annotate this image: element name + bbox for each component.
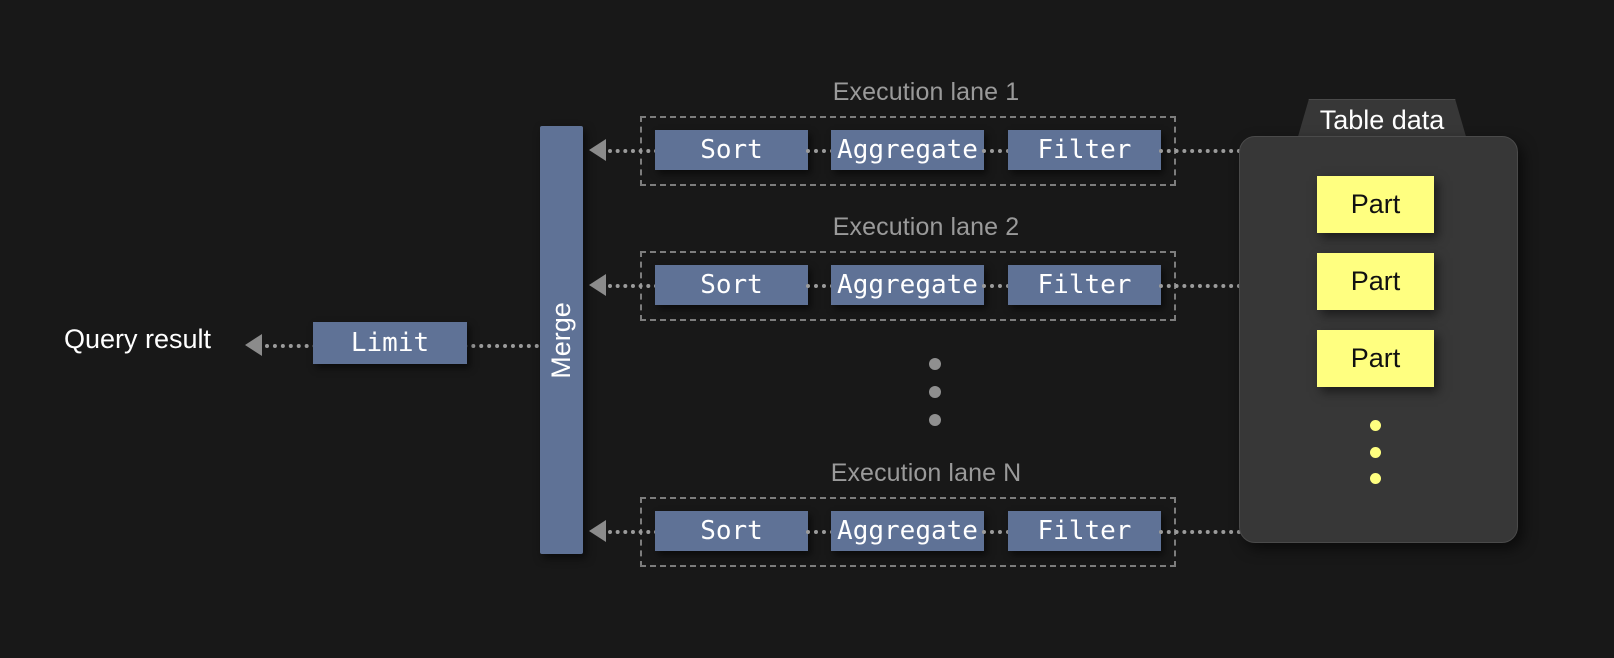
operator-limit[interactable]: Limit xyxy=(313,322,467,364)
lane-n-title: Execution lane N xyxy=(830,459,1022,487)
lane-2-operator-aggregate[interactable]: Aggregate xyxy=(831,265,984,305)
lane-1-title: Execution lane 1 xyxy=(832,78,1020,106)
part-box[interactable]: Part xyxy=(1317,253,1434,310)
query-result-label: Query result xyxy=(64,324,212,354)
merge-bar[interactable]: Merge xyxy=(540,126,583,554)
lane-2-operator-sort[interactable]: Sort xyxy=(655,265,808,305)
connector-lane-1-to-merge xyxy=(608,149,658,153)
connector-lane-1-to-table-data xyxy=(1159,149,1241,153)
connector-lane-n-to-merge xyxy=(608,530,658,534)
lane-n-operator-filter[interactable]: Filter xyxy=(1008,511,1161,551)
lane-ellipsis-dot xyxy=(929,358,941,370)
connector-lane-n-sort-aggregate xyxy=(806,530,834,534)
table-data-title: Table data xyxy=(1319,104,1445,135)
lane-ellipsis-dot xyxy=(929,414,941,426)
part-ellipsis-dot xyxy=(1370,420,1381,431)
arrow-lane-1-to-merge-icon xyxy=(589,139,606,161)
connector-lane-2-to-merge xyxy=(608,284,658,288)
part-ellipsis-dot xyxy=(1370,473,1381,484)
part-box[interactable]: Part xyxy=(1317,176,1434,233)
connector-lane-n-to-table-data xyxy=(1159,530,1241,534)
part-ellipsis-dot xyxy=(1370,446,1381,458)
lane-1-operator-aggregate[interactable]: Aggregate xyxy=(831,130,984,170)
connector-lane-n-aggregate-filter xyxy=(982,530,1010,534)
connector-lane-2-sort-aggregate xyxy=(806,284,834,288)
arrow-lane-2-to-merge-icon xyxy=(589,274,606,296)
connector-lane-2-to-table-data xyxy=(1159,284,1241,288)
lane-ellipsis-icon xyxy=(929,358,941,426)
lane-2-operator-filter[interactable]: Filter xyxy=(1008,265,1161,305)
arrow-to-query-result-icon xyxy=(245,334,262,356)
connector-lane-2-aggregate-filter xyxy=(982,284,1010,288)
lane-n-operator-sort[interactable]: Sort xyxy=(655,511,808,551)
lane-1-operator-filter[interactable]: Filter xyxy=(1008,130,1161,170)
merge-label: Merge xyxy=(546,301,576,379)
connector-lane-1-sort-aggregate xyxy=(806,149,834,153)
part-box[interactable]: Part xyxy=(1317,330,1434,387)
lane-n-operator-aggregate[interactable]: Aggregate xyxy=(831,511,984,551)
lane-2-title: Execution lane 2 xyxy=(832,213,1020,241)
arrow-lane-n-to-merge-icon xyxy=(589,520,606,542)
table-data-panel: Part Part Part xyxy=(1239,136,1518,543)
lane-ellipsis-dot xyxy=(929,386,941,398)
part-ellipsis-icon xyxy=(1370,420,1381,484)
table-data-tab: Table data xyxy=(1297,99,1467,140)
connector-lane-1-aggregate-filter xyxy=(982,149,1010,153)
lane-1-operator-sort[interactable]: Sort xyxy=(655,130,808,170)
